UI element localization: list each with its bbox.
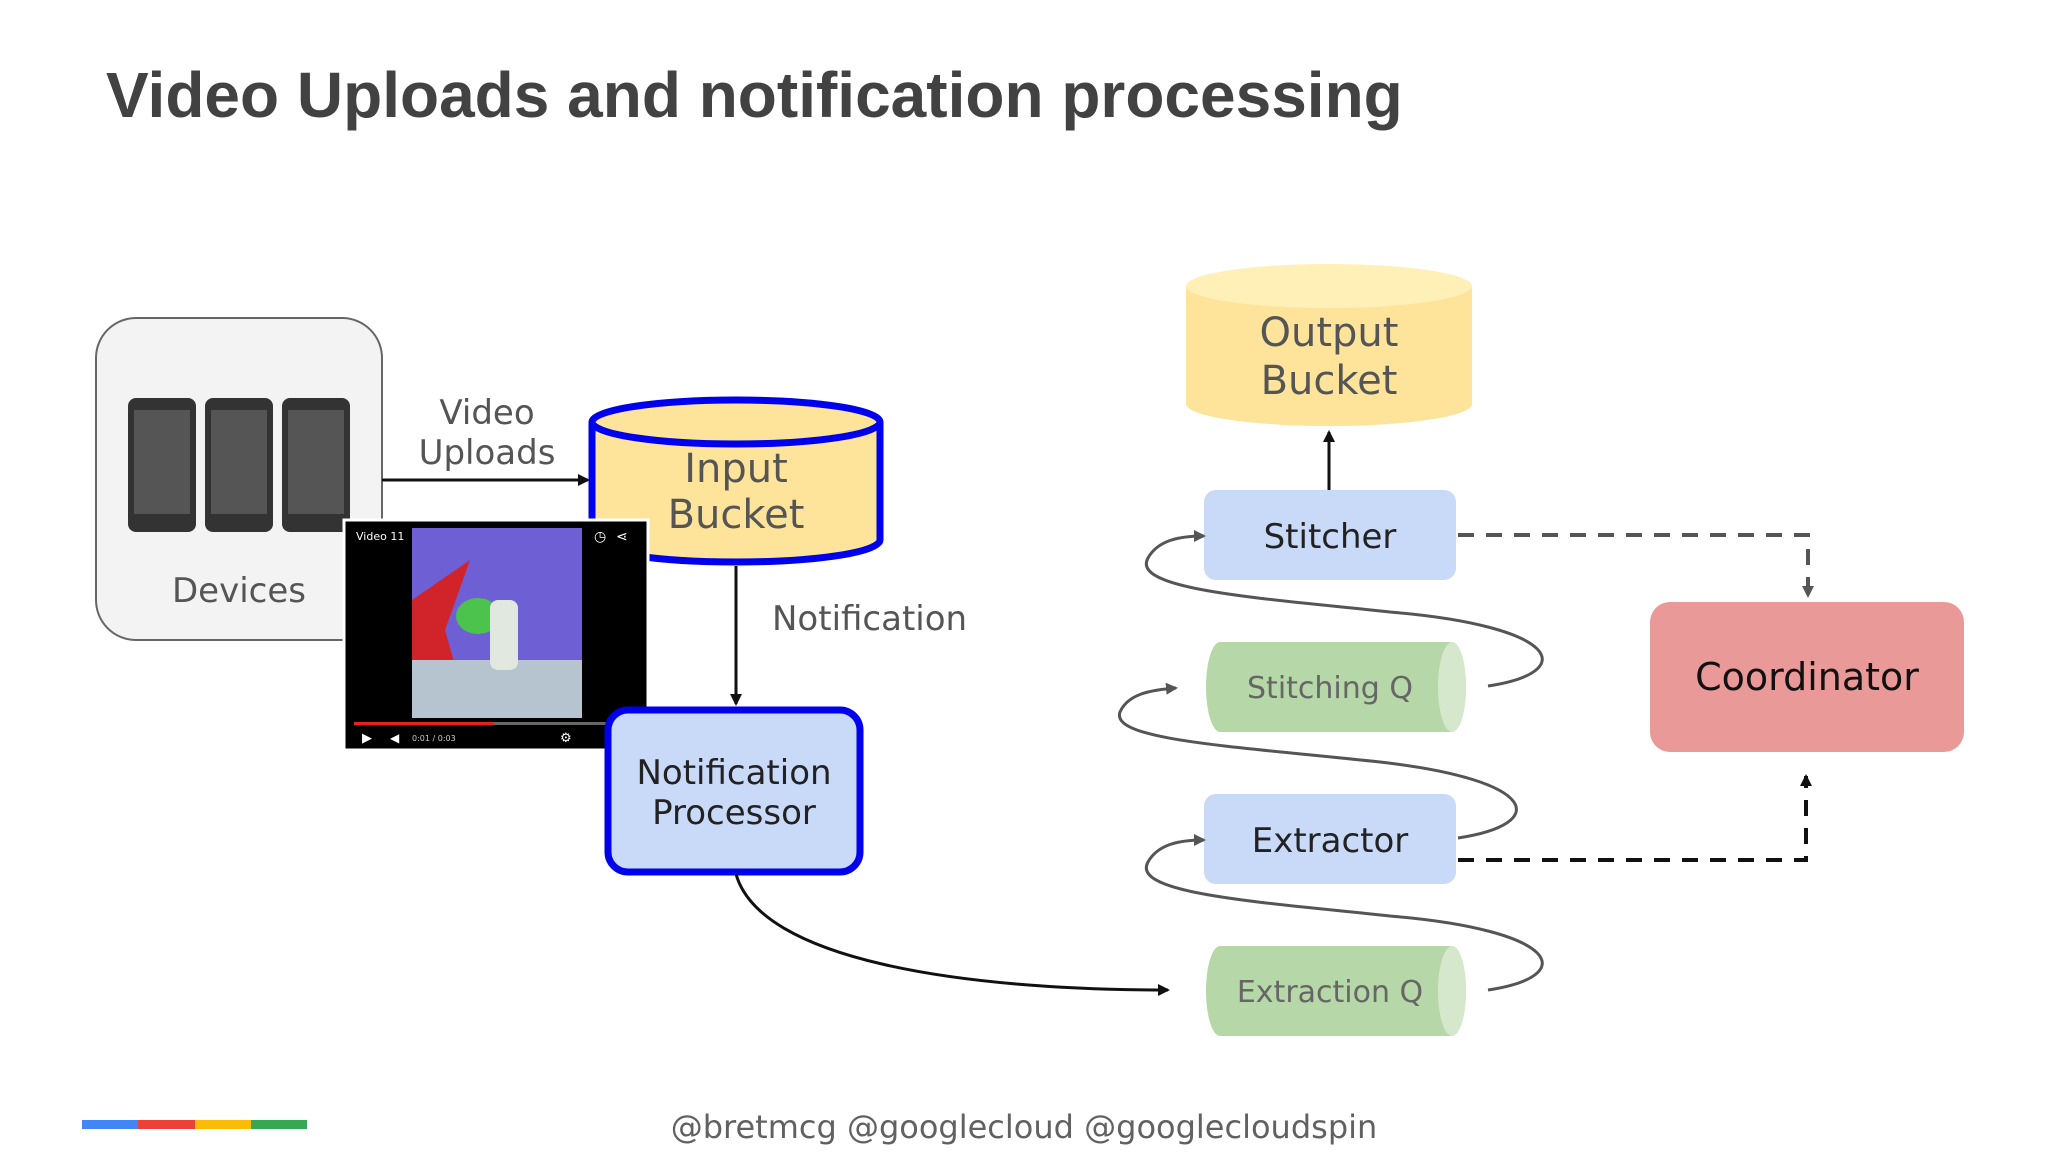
devices-label: Devices: [172, 571, 306, 611]
stitcher-to-coordinator-dashed-arrow: [1458, 533, 1814, 598]
video-uploads-label-line1: Video: [439, 393, 534, 433]
volume-icon: ◀: [390, 731, 400, 745]
extraction-q-to-extractor-arrow: [1144, 834, 1544, 992]
share-icon: ⋖: [616, 529, 628, 545]
output-bucket-node: Output Bucket: [1186, 264, 1472, 426]
devices-node: Devices: [95, 317, 383, 641]
stitcher-label: Stitcher: [1264, 517, 1397, 557]
phone-icon: [282, 398, 350, 532]
video-thumbnail-time: 0:01 / 0:03: [412, 734, 456, 743]
video-uploads-label-line2: Uploads: [419, 433, 556, 473]
phone-icon: [128, 398, 196, 532]
extractor-to-stitching-q-arrow: [1118, 682, 1518, 840]
extraction-q-node: Extraction Q: [1206, 946, 1466, 1036]
color-bar-blue: [82, 1120, 139, 1129]
stitcher-node: Stitcher: [1204, 490, 1456, 580]
output-bucket-label-line2: Bucket: [1261, 358, 1398, 404]
clock-icon: ◷: [594, 529, 606, 545]
output-bucket-label-line1: Output: [1260, 310, 1399, 356]
extractor-label: Extractor: [1252, 821, 1409, 861]
extractor-to-coordinator-dashed-arrow: [1458, 774, 1812, 862]
phone-icon: [205, 398, 273, 532]
stitching-q-to-stitcher-arrow: [1144, 530, 1544, 688]
color-bar-green: [250, 1120, 307, 1129]
notification-label: Notification: [772, 599, 967, 639]
footer-handles: @bretmcg @googlecloud @googlecloudspin: [670, 1108, 1378, 1146]
stitching-q-node: Stitching Q: [1206, 642, 1466, 732]
settings-icon: ⚙: [560, 731, 572, 746]
video-thumbnail-title: Video 11: [356, 530, 404, 543]
processor-to-extraction-q-arrow: [734, 873, 1170, 996]
color-bar-red: [138, 1120, 195, 1129]
extractor-node: Extractor: [1204, 794, 1456, 884]
color-bar-yellow: [194, 1120, 251, 1129]
notification-processor-label-line1: Notification: [636, 753, 831, 793]
notification-processor-label-line2: Processor: [652, 793, 816, 833]
coordinator-node: Coordinator: [1650, 602, 1964, 752]
video-thumbnail: Video 11 ◷ ⋖ ▶ ◀ 0:01 / 0:03 ⚙: [342, 518, 650, 752]
play-icon: ▶: [362, 731, 372, 746]
google-color-bar: [82, 1120, 307, 1129]
slide-title: Video Uploads and notification processin…: [106, 59, 1403, 131]
input-bucket-label-line1: Input: [684, 446, 788, 492]
stitching-q-label: Stitching Q: [1247, 671, 1413, 706]
notification-processor-node: Notification Processor: [604, 706, 864, 876]
extraction-q-label: Extraction Q: [1237, 975, 1423, 1010]
coordinator-label: Coordinator: [1695, 655, 1919, 699]
input-bucket-label-line2: Bucket: [668, 492, 805, 538]
